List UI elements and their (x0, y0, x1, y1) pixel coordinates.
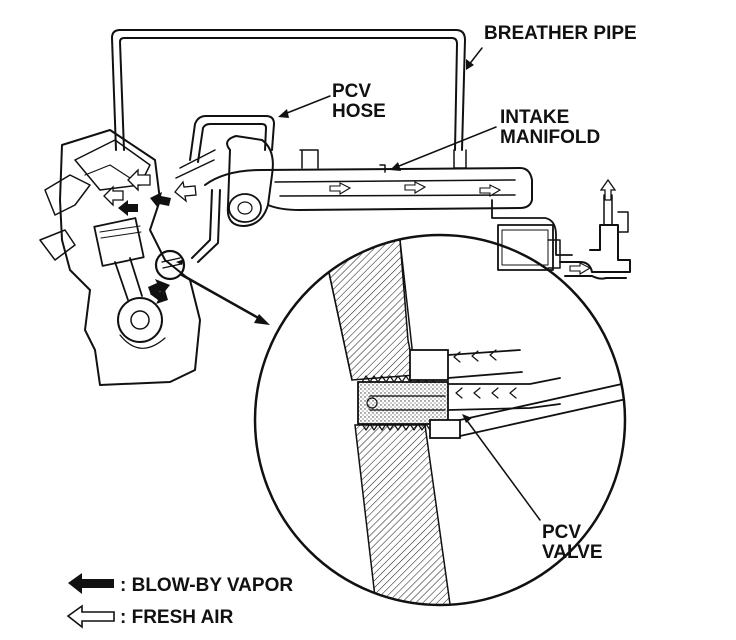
label-intake-manifold-line2: MANIFOLD (500, 127, 600, 148)
fresh-air-arrow-icon (66, 604, 115, 629)
label-pcv-valve-line2: VALVE (542, 542, 603, 563)
intake-manifold (204, 135, 631, 280)
blow-by-arrow-icon (68, 573, 114, 594)
label-pcv-hose-line1: PCV (332, 81, 371, 102)
legend-fresh-air-text: : FRESH AIR (120, 607, 234, 628)
label-intake-manifold-line1: INTAKE (500, 107, 569, 128)
pcv-valve-location (154, 249, 186, 281)
label-breather-pipe: BREATHER PIPE (484, 23, 637, 44)
leader-lines (278, 47, 497, 171)
magnified-pcv-view (180, 233, 627, 607)
engine-block (39, 129, 201, 386)
label-pcv-valve-line1: PCV (542, 522, 581, 543)
breather-pipe (111, 29, 467, 169)
label-pcv-hose-line2: HOSE (332, 101, 386, 122)
legend: : BLOW-BY VAPOR : FRESH AIR (66, 573, 293, 629)
legend-blow-by-text: : BLOW-BY VAPOR (120, 575, 293, 596)
pcv-hose (175, 115, 275, 263)
